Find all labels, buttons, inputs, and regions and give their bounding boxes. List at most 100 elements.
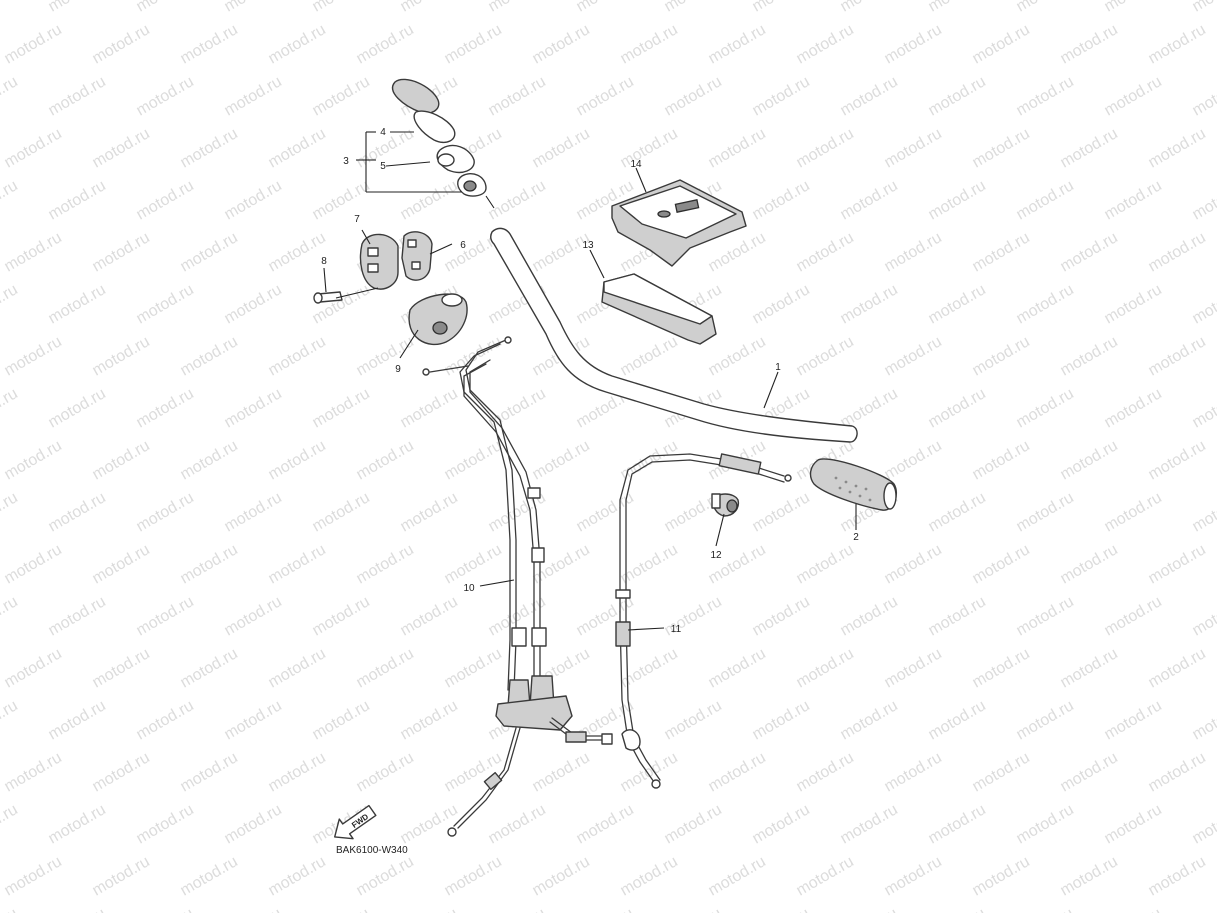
watermark-text: motod.ru <box>266 541 329 587</box>
watermark-text: motod.ru <box>222 593 285 639</box>
watermark-text: motod.ru <box>1058 541 1121 587</box>
watermark-text: motod.ru <box>706 749 769 795</box>
watermark-text: motod.ru <box>134 177 197 223</box>
watermark-text: motod.ru <box>1014 73 1077 119</box>
watermark-text: motod.ru <box>1102 385 1165 431</box>
bracket-part-6 <box>401 231 433 281</box>
watermark-text: motod.ru <box>618 541 681 587</box>
watermark-text: motod.ru <box>882 853 945 899</box>
watermark-text: motod.ru <box>1058 21 1121 67</box>
watermark-text: motod.ru <box>1058 437 1121 483</box>
watermark-text: motod.ru <box>662 905 725 913</box>
watermark-text: motod.ru <box>486 0 549 15</box>
watermark-text: motod.ru <box>1058 645 1121 691</box>
watermark-text: motod.ru <box>398 385 461 431</box>
watermark-text: motod.ru <box>662 697 725 743</box>
left-grip-part-4 <box>392 78 456 144</box>
watermark-text: motod.ru <box>178 437 241 483</box>
watermark-text: motod.ru <box>794 333 857 379</box>
watermark-text: motod.ru <box>926 0 989 15</box>
watermark-text: motod.ru <box>970 125 1033 171</box>
watermark-text: motod.ru <box>266 853 329 899</box>
watermark-text: motod.ru <box>1102 697 1165 743</box>
watermark-text: motod.ru <box>882 229 945 275</box>
watermark-text: motod.ru <box>398 801 461 847</box>
watermark-text: motod.ru <box>90 853 153 899</box>
watermark-text: motod.ru <box>398 697 461 743</box>
watermark-text: motod.ru <box>222 801 285 847</box>
watermark-text: motod.ru <box>1146 645 1209 691</box>
watermark-text: motod.ru <box>882 333 945 379</box>
watermark-text: motod.ru <box>398 593 461 639</box>
watermark-text: motod.ru <box>0 73 21 119</box>
watermark-text: motod.ru <box>0 489 21 535</box>
watermark-text: motod.ru <box>46 73 109 119</box>
watermark-text: motod.ru <box>46 385 109 431</box>
callout-9: 9 <box>395 364 401 375</box>
watermark-text: motod.ru <box>662 73 725 119</box>
callout-6: 6 <box>460 240 466 251</box>
watermark-text: motod.ru <box>134 73 197 119</box>
watermark-text: motod.ru <box>178 229 241 275</box>
watermark-text: motod.ru <box>706 125 769 171</box>
watermark-text: motod.ru <box>1014 801 1077 847</box>
watermark-text: motod.ru <box>838 385 901 431</box>
watermark-text: motod.ru <box>1058 229 1121 275</box>
watermark-text: motod.ru <box>222 0 285 15</box>
watermark-text: motod.ru <box>398 905 461 913</box>
watermark-text: motod.ru <box>178 853 241 899</box>
watermark-text: motod.ru <box>310 905 373 913</box>
watermark-text: motod.ru <box>574 0 637 15</box>
watermark-text: motod.ru <box>1190 281 1217 327</box>
callout-11: 11 <box>671 624 682 635</box>
watermark-text: motod.ru <box>2 437 65 483</box>
watermark-text: motod.ru <box>1146 125 1209 171</box>
watermark-text: motod.ru <box>882 749 945 795</box>
pad-cover-part-14 <box>611 179 747 267</box>
callout-14: 14 <box>630 159 642 170</box>
watermark-text: motod.ru <box>794 229 857 275</box>
watermark-text: motod.ru <box>266 333 329 379</box>
leader-lines <box>323 131 857 631</box>
drawing-code: BAK6100-W340 <box>336 845 408 856</box>
watermark-text: motod.ru <box>90 749 153 795</box>
callout-4: 4 <box>380 127 386 138</box>
watermark-text: motod.ru <box>970 229 1033 275</box>
watermark-text: motod.ru <box>750 0 813 15</box>
grip-end-part <box>457 172 487 197</box>
watermark-text: motod.ru <box>882 645 945 691</box>
watermark-text: motod.ru <box>1190 73 1217 119</box>
watermark-text: motod.ru <box>1102 801 1165 847</box>
watermark-text: motod.ru <box>46 177 109 223</box>
watermark-text: motod.ru <box>970 645 1033 691</box>
watermark-text: motod.ru <box>178 749 241 795</box>
watermark-text: motod.ru <box>354 333 417 379</box>
watermark-text: motod.ru <box>222 385 285 431</box>
watermark-text: motod.ru <box>178 333 241 379</box>
watermark-text: motod.ru <box>0 385 21 431</box>
watermark-text: motod.ru <box>662 801 725 847</box>
watermark-text: motod.ru <box>794 21 857 67</box>
watermark-text: motod.ru <box>1102 593 1165 639</box>
watermark-text: motod.ru <box>706 333 769 379</box>
watermark-text: motod.ru <box>1102 0 1165 15</box>
watermark-text: motod.ru <box>178 21 241 67</box>
watermark-text: motod.ru <box>46 801 109 847</box>
watermark-text: motod.ru <box>46 281 109 327</box>
bracket-part-7 <box>359 233 399 290</box>
watermark-text: motod.ru <box>486 905 549 913</box>
watermark-text: motod.ru <box>134 905 197 913</box>
watermark-text: motod.ru <box>838 0 901 15</box>
watermark-text: motod.ru <box>882 541 945 587</box>
watermark-text: motod.ru <box>134 0 197 15</box>
watermark-text: motod.ru <box>442 21 505 67</box>
watermark-text: motod.ru <box>1146 229 1209 275</box>
watermark-text: motod.ru <box>1102 281 1165 327</box>
watermark-text: motod.ru <box>618 333 681 379</box>
watermark-text: motod.ru <box>2 645 65 691</box>
watermark-text: motod.ru <box>530 21 593 67</box>
watermark-text: motod.ru <box>1190 0 1217 15</box>
watermark-text: motod.ru <box>970 541 1033 587</box>
watermark-text: motod.ru <box>178 541 241 587</box>
watermark-text: motod.ru <box>266 125 329 171</box>
